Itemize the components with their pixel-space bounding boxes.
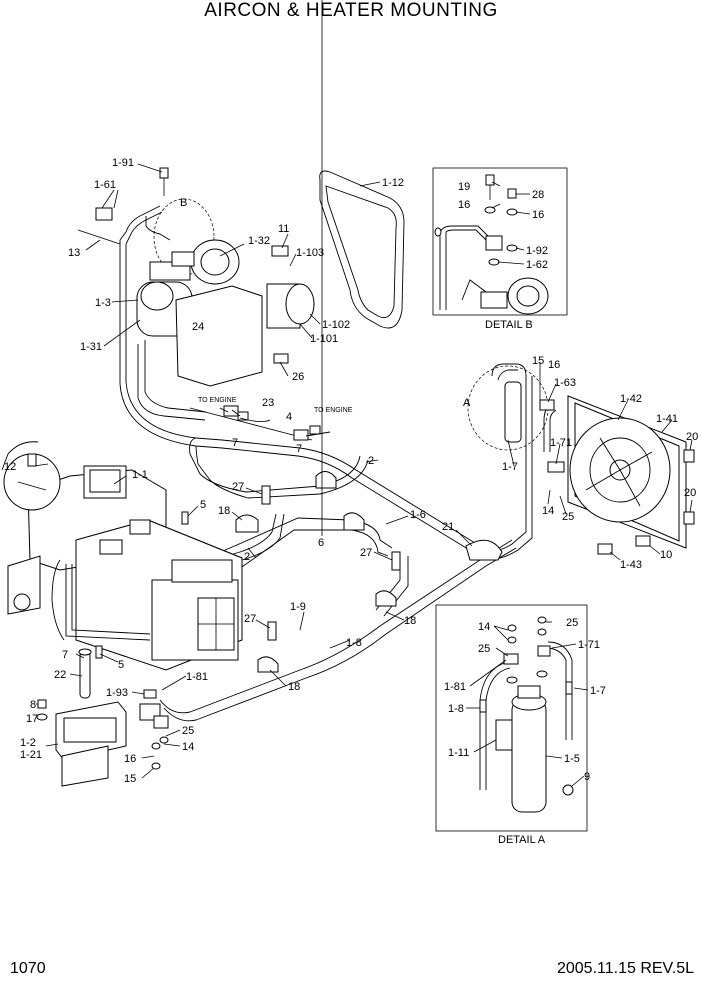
main-pipes (149, 363, 557, 722)
v-belt (319, 170, 405, 329)
label-5-b: 5 (118, 659, 124, 671)
label-7-c: 7 (62, 649, 68, 661)
to-engine-label-2: TO ENGINE (314, 407, 353, 414)
label-1-8-b: 1-8 (448, 703, 464, 715)
label-14-c: 14 (478, 621, 490, 633)
label-1-32: 1-32 (248, 235, 270, 247)
small-parts (3, 405, 503, 770)
label-1-7-b: 1-7 (590, 685, 606, 697)
label-11: 11 (278, 223, 289, 235)
detail-b-drawing (434, 174, 549, 315)
condenser-fan-assembly (539, 395, 695, 555)
label-1-81-b: 1-81 (444, 681, 466, 693)
label-1-5: 1-5 (564, 753, 580, 765)
label-1-9: 1-9 (290, 601, 306, 613)
label-20-a: 20 (686, 431, 698, 443)
label-1-62: 1-62 (526, 259, 548, 271)
label-1-101: 1-101 (310, 333, 338, 345)
label-1-103: 1-103 (296, 247, 324, 259)
label-1-91: 1-91 (112, 157, 134, 169)
ref-a-label: A (463, 397, 471, 409)
label-14-b: 14 (182, 741, 194, 753)
detail-b-caption: DETAIL B (485, 319, 533, 331)
label-17: 17 (26, 713, 38, 725)
label-28: 28 (532, 189, 544, 201)
label-1-31: 1-31 (80, 341, 102, 353)
label-1-102: 1-102 (322, 319, 350, 331)
label-26: 26 (292, 371, 304, 383)
label-24: 24 (192, 321, 204, 333)
label-2-a: 2 (368, 455, 374, 467)
label-1-1: 1-1 (132, 469, 148, 481)
label-27-c: 27 (244, 613, 256, 625)
hvac-unit (1, 441, 243, 671)
label-25-c: 25 (566, 617, 578, 629)
revision-date: 2005.11.15 REV.5L (556, 960, 694, 977)
label-14-a: 14 (542, 505, 554, 517)
label-1-71-a: 1-71 (550, 437, 572, 449)
label-1-42: 1-42 (620, 393, 642, 405)
label-1-92: 1-92 (526, 245, 548, 257)
label-1-8-a: 1-8 (346, 637, 362, 649)
label-1-71-b: 1-71 (578, 639, 600, 651)
label-1-2: 1-2 (20, 737, 36, 749)
label-27-a: 27 (232, 481, 244, 493)
label-1-43: 1-43 (620, 559, 642, 571)
label-22: 22 (54, 669, 66, 681)
label-19: 19 (458, 181, 470, 193)
label-6: 6 (318, 537, 324, 549)
label-8: 8 (30, 699, 36, 711)
label-15-a: 15 (532, 355, 544, 367)
detail-a-caption: DETAIL A (498, 834, 546, 846)
label-1-63: 1-63 (554, 377, 576, 389)
leader-lines (33, 0, 693, 787)
label-16-b: 16 (532, 209, 544, 221)
label-25-d: 25 (478, 643, 490, 655)
label-25-b: 25 (182, 725, 194, 737)
label-1-11: 1-11 (448, 747, 469, 759)
detail-a-drawing (479, 616, 574, 813)
label-27-b: 27 (360, 547, 372, 559)
label-2-b: 2 (244, 551, 250, 563)
label-1-93: 1-93 (106, 687, 128, 699)
label-21: 21 (442, 521, 454, 533)
label-10: 10 (660, 549, 672, 561)
label-16-a: 16 (458, 199, 470, 211)
to-engine-label-1: TO ENGINE (198, 397, 237, 404)
label-7-a: 7 (232, 437, 238, 449)
detail-b-frame (432, 167, 568, 316)
detail-a-frame (435, 604, 588, 832)
label-7-b: 7 (296, 443, 302, 455)
label-1-41: 1-41 (656, 413, 678, 425)
label-23: 23 (262, 397, 274, 409)
page-title: AIRCON & HEATER MOUNTING (204, 0, 498, 21)
page-number: 1070 (10, 960, 46, 977)
label-16-c: 16 (548, 359, 560, 371)
label-13: 13 (68, 247, 80, 259)
label-5-a: 5 (200, 499, 206, 511)
label-1-7-a: 1-7 (502, 461, 518, 473)
label-1-12: 1-12 (382, 177, 404, 189)
compressor-assembly (77, 167, 315, 449)
label-1-81-a: 1-81 (186, 671, 208, 683)
label-20-b: 20 (684, 487, 696, 499)
label-4: 4 (286, 411, 292, 423)
label-9: 9 (584, 771, 590, 783)
v-belt-inner (325, 185, 397, 319)
label-18-b: 18 (404, 615, 416, 627)
label-18-c: 18 (288, 681, 300, 693)
label-12: 12 (4, 461, 16, 473)
ref-b-label: B (180, 197, 187, 209)
label-1-3: 1-3 (95, 297, 111, 309)
control-panel (36, 699, 127, 787)
label-16-d: 16 (124, 753, 136, 765)
label-1-21: 1-21 (20, 749, 42, 761)
label-18-a: 18 (218, 505, 230, 517)
label-15-b: 15 (124, 773, 136, 785)
label-1-61: 1-61 (94, 179, 116, 191)
label-25-a: 25 (562, 511, 574, 523)
label-1-6: 1-6 (410, 509, 426, 521)
